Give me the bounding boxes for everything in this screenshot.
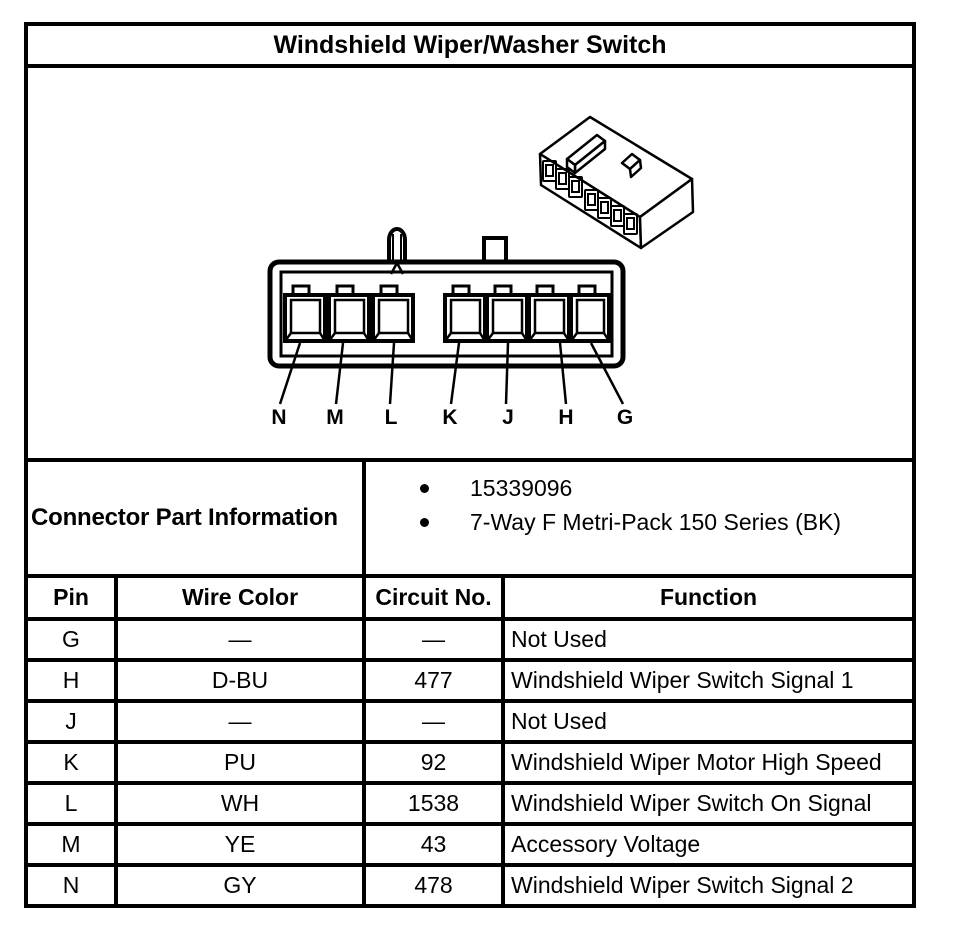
table-cell: YE [118,826,366,863]
connector-diagram-area: N M L K J H G [28,68,912,462]
table-cell: Windshield Wiper Motor High Speed [511,749,882,775]
part-info-values: 15339096 7-Way F Metri-Pack 150 Series (… [366,462,912,574]
table-cell: PU [118,744,366,781]
header-wire-color: Wire Color [118,578,366,617]
table-row: J——Not Used [28,699,912,740]
table-cell: — [118,621,366,658]
table-cell: — [366,621,505,658]
pinout-table: Pin Wire Color Circuit No. Function G——N… [28,578,912,904]
connector-sheet: Windshield Wiper/Washer Switch [24,22,916,908]
pin-label-g: G [617,406,633,429]
table-cell: 92 [366,744,505,781]
table-cell: G [28,621,118,658]
pin-cavities [283,284,611,343]
table-cell: WH [118,785,366,822]
table-cell: D-BU [118,662,366,699]
header-circuit-no: Circuit No. [366,578,505,617]
table-cell: Windshield Wiper Switch On Signal [511,790,872,816]
pin-label-j: J [502,406,514,429]
part-number-item: 15339096 [366,471,912,505]
table-cell: 477 [366,662,505,699]
table-cell: GY [118,867,366,904]
connector-3d-view [538,115,695,250]
table-cell: Not Used [511,626,607,652]
table-cell: M [28,826,118,863]
table-cell: K [28,744,118,781]
part-number: 15339096 [470,474,573,501]
pin-label-n: N [271,406,286,429]
bullet-icon [420,483,429,493]
header-function: Function [659,584,758,610]
pin-label-h: H [558,406,573,429]
connector-front-view: N M L K J H G [267,227,633,429]
table-cell: L [28,785,118,822]
table-cell: Accessory Voltage [511,831,701,857]
table-cell: N [28,867,118,904]
table-cell: — [366,703,505,740]
part-series: 7-Way F Metri-Pack 150 Series (BK) [470,508,842,535]
connector-part-info-row: Connector Part Information 15339096 7-Wa… [28,462,912,578]
table-cell: 1538 [366,785,505,822]
pin-leader-lines [278,342,625,405]
pin-label-l: L [385,406,398,429]
table-cell: J [28,703,118,740]
table-cell: Windshield Wiper Switch Signal 1 [511,667,854,693]
part-info-label: Connector Part Information [28,462,366,574]
pin-label-k: K [442,406,457,429]
table-cell: H [28,662,118,699]
connector-diagram: N M L K J H G [267,115,695,429]
part-series-item: 7-Way F Metri-Pack 150 Series (BK) [366,505,912,539]
header-pin: Pin [28,578,118,617]
page-title: Windshield Wiper/Washer Switch [28,26,912,68]
bullet-icon [420,517,429,527]
pin-label-m: M [326,406,344,429]
table-row: G——Not Used [28,617,912,658]
table-cell: 478 [366,867,505,904]
table-header-row: Pin Wire Color Circuit No. Function [28,578,912,617]
table-cell: 43 [366,826,505,863]
table-cell: — [118,703,366,740]
table-cell: Not Used [511,708,607,734]
table-cell: Windshield Wiper Switch Signal 2 [511,872,854,898]
connector-3d-cavities [542,160,638,235]
